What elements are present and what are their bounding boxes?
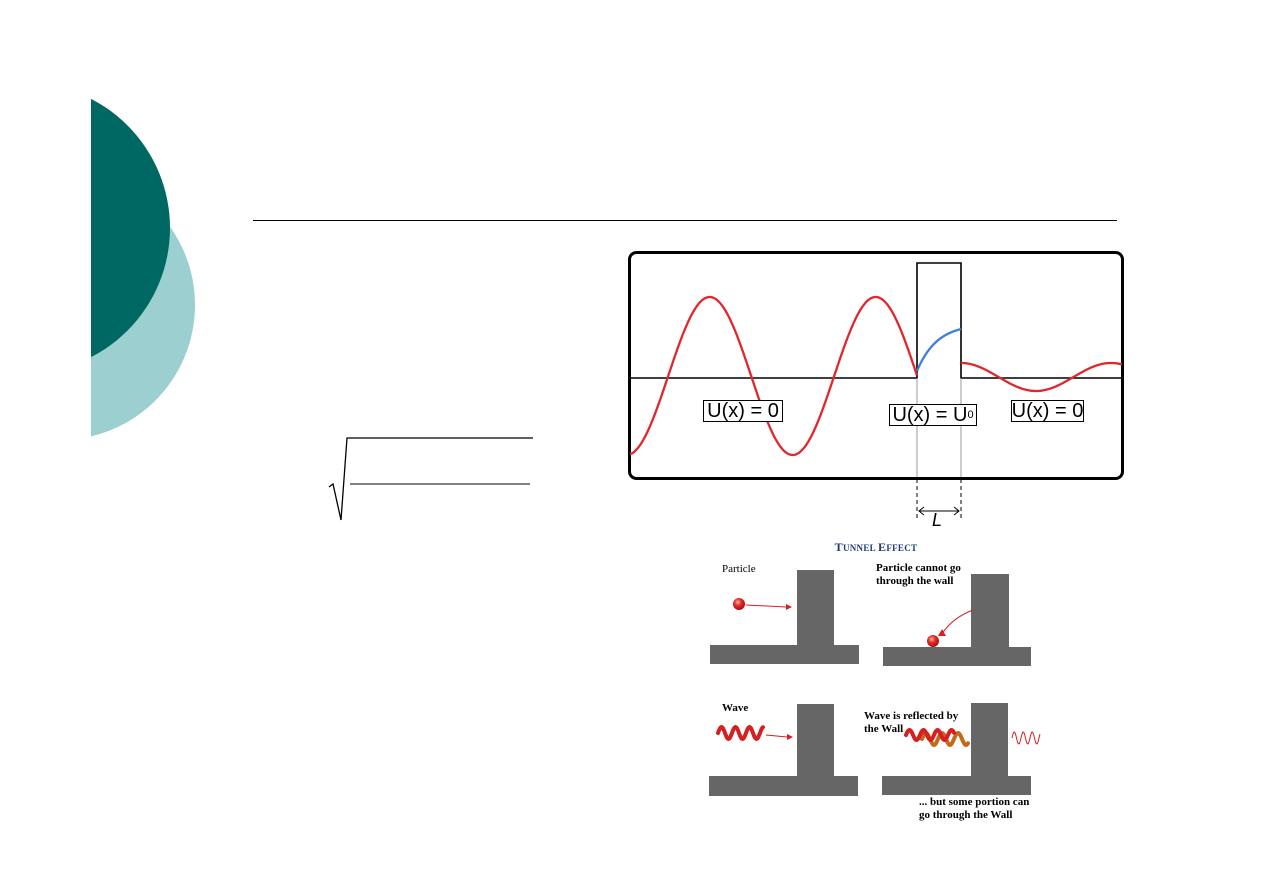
label-particle-blocked: Particle cannot go through the wall <box>876 562 961 587</box>
particle-ball-2 <box>927 635 939 647</box>
floor-3 <box>709 776 858 796</box>
potential-profile <box>630 262 1122 379</box>
label-wave-transmitted: ... but some portion can go through the … <box>919 796 1030 821</box>
barrier-width-label: L <box>932 510 943 530</box>
wall-3 <box>797 704 834 784</box>
graph-frame <box>628 251 1124 480</box>
panel-wave-tunnel <box>882 703 1041 795</box>
label-region-left-text: U(x) = 0 <box>707 400 779 422</box>
floor-1 <box>710 645 859 664</box>
arrow-head-3 <box>787 734 793 740</box>
title-letter-e: E <box>878 540 887 554</box>
label-region-right: U(x) = 0 <box>1011 400 1084 422</box>
panel-particle-blocked <box>883 574 1031 666</box>
graph-svg <box>628 251 1124 519</box>
panel-wave-approach <box>709 704 858 796</box>
wall-2 <box>971 574 1009 654</box>
label-wave: Wave <box>722 702 749 714</box>
wave-packet-transmitted <box>1011 731 1041 745</box>
wall-4 <box>971 703 1008 783</box>
arrow-head-1 <box>786 604 792 610</box>
tunnel-effect-title: TUNNEL EFFECT <box>826 540 926 555</box>
title-rest-ffect: FFECT <box>886 543 918 553</box>
square-root-radical <box>328 437 533 521</box>
panel-particle-approach <box>710 570 859 664</box>
floor-4 <box>882 776 1031 795</box>
title-letter-t: T <box>834 540 843 554</box>
wave-packet-incident-2 <box>904 727 956 743</box>
width-arrow-left-head <box>918 506 925 516</box>
wave-incident <box>629 295 919 457</box>
arrow-head-2 <box>938 629 946 636</box>
title-rest-unnel: UNNEL <box>842 543 879 553</box>
wave-transmitted <box>961 361 1123 393</box>
label-region-right-text: U(x) = 0 <box>1011 400 1084 422</box>
label-wave-reflected: Wave is reflected by the Wall <box>864 710 959 735</box>
decor-circle-dark <box>91 98 170 358</box>
wall-1 <box>797 570 834 650</box>
label-region-barrier-text: U(x) = U <box>892 404 968 426</box>
title-divider <box>253 220 1117 221</box>
label-particle: Particle <box>722 563 756 575</box>
decorative-circles <box>91 98 195 437</box>
particle-ball-1 <box>733 598 745 610</box>
label-region-left: U(x) = 0 <box>703 400 783 422</box>
width-arrow-right-head <box>953 506 960 516</box>
tunnel-effect-illustration <box>709 570 1041 796</box>
wave-decay-inside-barrier <box>915 327 962 372</box>
wave-packet-incident <box>716 724 765 742</box>
floor-2 <box>883 647 1031 666</box>
